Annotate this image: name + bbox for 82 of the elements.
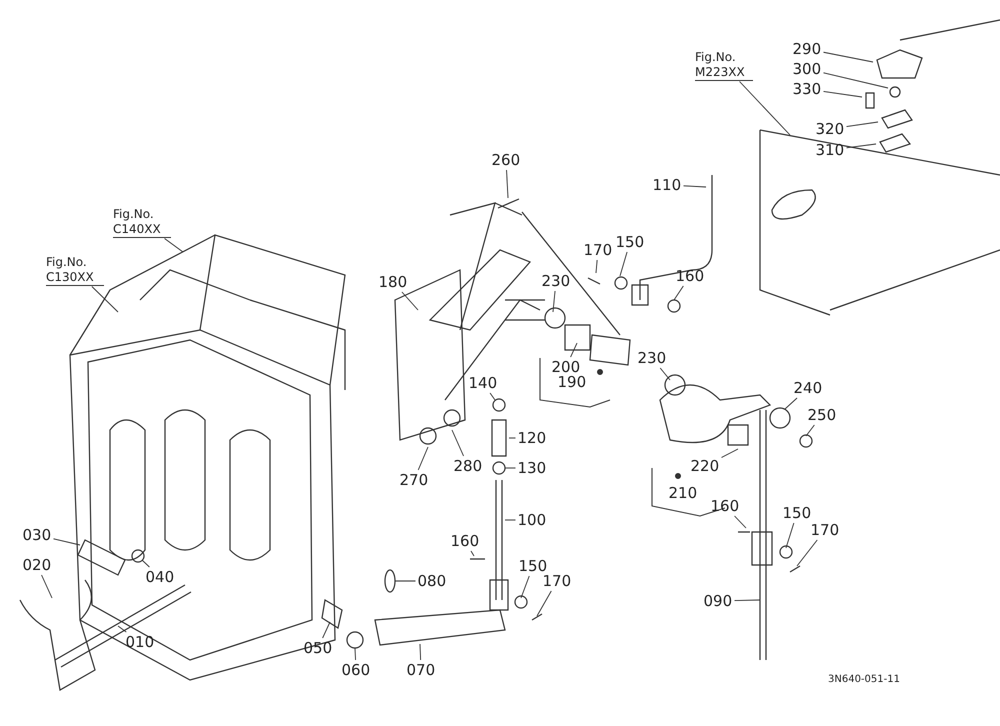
leader-line (322, 622, 330, 638)
callout-number: 150 (518, 557, 548, 575)
callout-number: 320 (816, 120, 844, 138)
leader-line (490, 392, 496, 400)
leader-line (354, 648, 356, 660)
callout-number: 140 (468, 374, 498, 392)
callout-number: 050 (304, 639, 332, 657)
callout-number: 120 (518, 429, 546, 447)
callout-number: 300 (792, 60, 822, 78)
leader-line (470, 550, 474, 556)
leader-line (786, 522, 794, 548)
leader-line (91, 286, 118, 312)
leader-line (806, 424, 815, 436)
leader-line (739, 81, 790, 136)
leader-line (53, 538, 80, 546)
callout-number: 100 (518, 511, 546, 529)
leader-line (536, 590, 552, 616)
leader-line (823, 90, 862, 98)
callout-number: 150 (616, 233, 644, 251)
callout-number: 240 (794, 379, 822, 397)
leader-line (452, 430, 464, 456)
callout-number: 290 (792, 40, 822, 58)
callout-number: 040 (146, 568, 174, 586)
leader-line (118, 626, 127, 632)
callout-number: 160 (450, 532, 480, 550)
callout-number: 020 (22, 556, 52, 574)
callout-number: 080 (418, 572, 446, 590)
callout-number: 280 (454, 457, 482, 475)
callout-number: 230 (638, 349, 666, 367)
leader-line (570, 342, 578, 358)
callout-number: 270 (400, 471, 428, 489)
drawing-number: 3N640-051-11 (828, 674, 900, 685)
leader-line (784, 398, 798, 410)
callout-number: 220 (690, 457, 720, 475)
leader-line (620, 252, 628, 276)
figure-reference: Fig.No. C130XX (46, 254, 104, 286)
callout-number: 060 (342, 661, 370, 679)
leader-line (846, 122, 878, 128)
callout-number: 210 (668, 484, 698, 502)
callout-number: 090 (704, 592, 732, 610)
leader-line (401, 292, 418, 310)
leader-line (734, 516, 746, 528)
leader-line (823, 72, 888, 88)
callout-number: 160 (710, 497, 740, 515)
leader-line (418, 446, 428, 470)
leader-line (660, 368, 670, 380)
figure-reference: Fig.No. M223XX (695, 50, 753, 80)
leader-line (596, 260, 598, 274)
leader-line (520, 576, 530, 598)
callout-number: 160 (676, 267, 704, 285)
callout-number: 260 (492, 151, 520, 169)
callout-number: 200 (552, 358, 580, 376)
leader-line (506, 170, 508, 198)
callout-number: 230 (542, 272, 570, 290)
callout-number: 010 (126, 633, 154, 651)
callout-number: 190 (558, 373, 586, 391)
leader-line (674, 286, 684, 300)
leader-line (164, 238, 184, 252)
leader-line (721, 448, 738, 458)
leader-line (41, 574, 52, 598)
callout-number: 150 (782, 504, 812, 522)
callout-number: 170 (584, 241, 612, 259)
callout-number: 110 (652, 176, 682, 194)
leader-line (683, 185, 706, 188)
callout-number: 170 (810, 521, 840, 539)
callout-number: 170 (542, 572, 572, 590)
callout-number: 130 (518, 459, 546, 477)
leader-line (142, 560, 150, 568)
callout-number: 030 (22, 526, 52, 544)
callout-number: 180 (378, 273, 408, 291)
leader-line (420, 644, 422, 660)
leader-line (823, 52, 874, 62)
leader-line (394, 580, 416, 582)
leader-line (796, 540, 818, 566)
callout-number: 250 (808, 406, 836, 424)
leader-line (734, 600, 760, 602)
figure-reference: Fig.No. C140XX (113, 206, 171, 238)
leader-line (846, 144, 876, 148)
callout-number: 330 (792, 80, 822, 98)
leader-line (552, 290, 556, 312)
callout-number: 310 (816, 141, 844, 159)
callout-number: 070 (406, 661, 436, 679)
